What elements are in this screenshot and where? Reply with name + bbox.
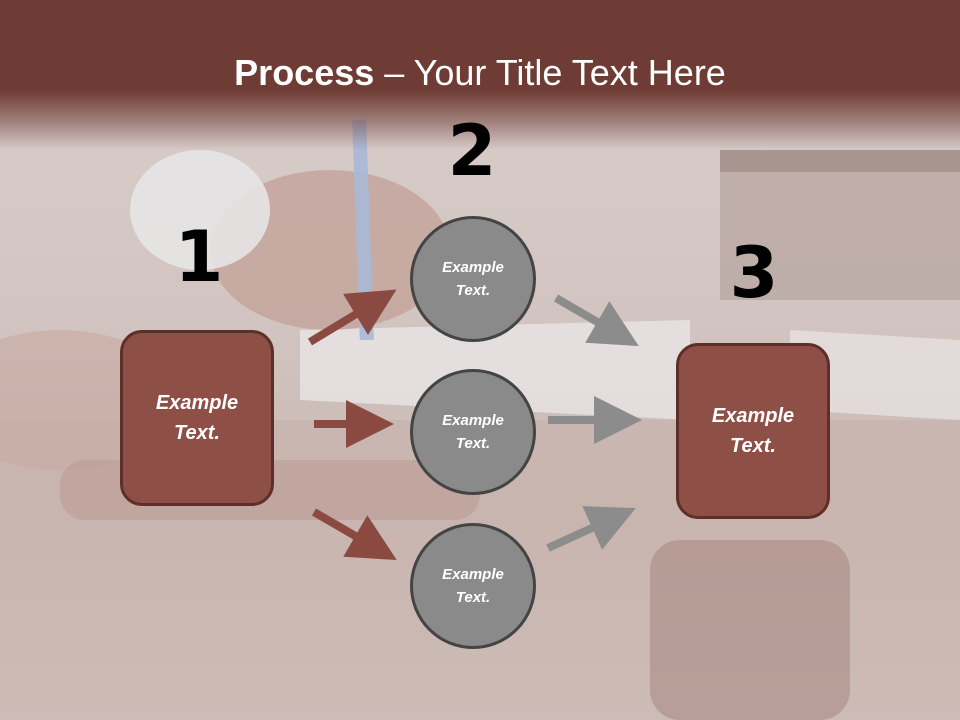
step-2-circle-bottom: Example Text. — [410, 523, 536, 649]
step-3-label: Example Text. — [711, 405, 795, 457]
step-number-1: 1 — [174, 216, 224, 298]
step-2-circle-top: Example Text. — [410, 216, 536, 342]
circle-top-label: Example Text. — [442, 259, 504, 299]
arrow-from-circle-top — [553, 294, 639, 347]
step-3-box: Example Text. — [676, 343, 830, 519]
step-1-label: Example Text. — [155, 392, 239, 444]
circle-bottom-label: Example Text. — [442, 566, 504, 606]
step-1-box: Example Text. — [120, 330, 274, 506]
header-band — [0, 0, 960, 150]
slide-title: Process – Your Title Text Here — [0, 52, 960, 94]
arrow-from-circle-bottom — [546, 506, 636, 552]
step-number-3: 3 — [729, 232, 779, 314]
step-2-circle-middle: Example Text. — [410, 369, 536, 495]
arrow-to-circle-top — [307, 289, 397, 346]
arrow-to-circle-bottom — [311, 508, 397, 561]
step-number-2: 2 — [447, 110, 497, 192]
circle-middle-label: Example Text. — [442, 412, 504, 452]
title-rest: – Your Title Text Here — [374, 52, 726, 93]
title-bold: Process — [234, 52, 375, 93]
